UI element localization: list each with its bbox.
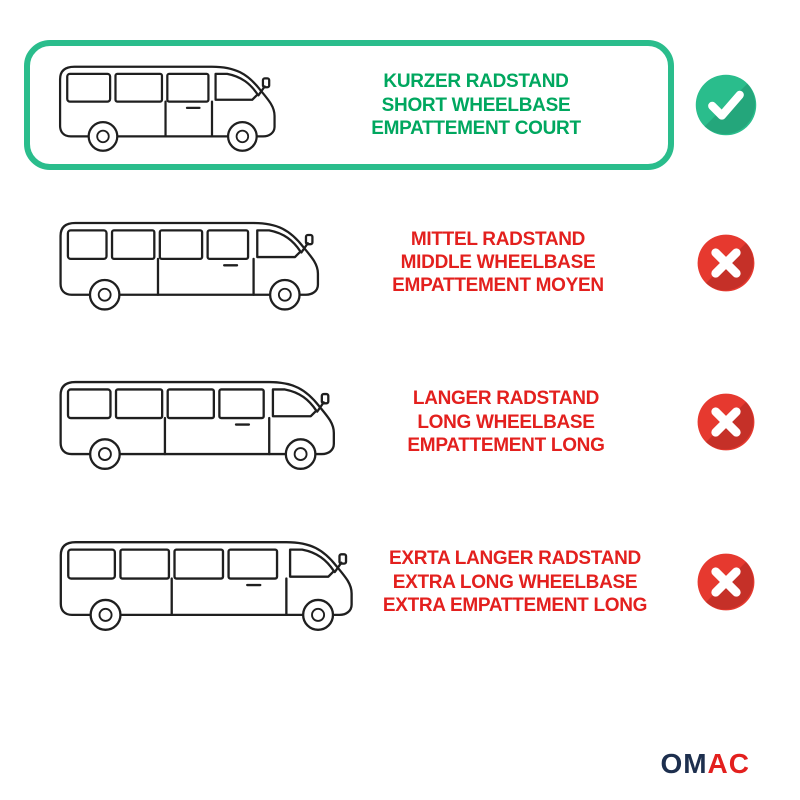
option-labels-extra-long: EXRTA LANGER RADSTAND EXTRA LONG WHEELBA… [374,547,656,617]
label-fr: EMPATTEMENT COURT [371,117,581,139]
check-icon-graphic [695,74,757,136]
option-labels-short: KURZER RADSTAND SHORT WHEELBASE EMPATTEM… [296,70,656,140]
cross-icon-graphic [697,553,755,611]
van-short-illustration [44,56,296,154]
cross-icon-graphic [697,234,755,292]
van-short-drawing [58,65,276,152]
label-en: MIDDLE WHEELBASE [400,252,596,274]
van-long-illustration [44,371,356,473]
option-box-middle: MITTEL RADSTAND MIDDLE WHEELBASE EMPATTE… [24,196,674,329]
label-de: LANGER RADSTAND [412,388,600,410]
cross-icon [674,232,778,294]
van-middle-drawing [59,222,320,311]
label-de: EXRTA LANGER RADSTAND [389,548,641,570]
van-long-drawing [59,381,335,471]
label-de: MITTEL RADSTAND [410,229,586,251]
option-labels-long: LANGER RADSTAND LONG WHEELBASE EMPATTEME… [356,387,656,457]
option-box-extra-long: EXRTA LANGER RADSTAND EXTRA LONG WHEELBA… [24,515,674,650]
omac-logo: OMAC [660,750,778,786]
label-fr: EMPATTEMENT MOYEN [392,275,604,297]
wheelbase-option-short: KURZER RADSTAND SHORT WHEELBASE EMPATTEM… [24,40,778,171]
cross-icon [674,391,778,453]
wheelbase-option-long: LANGER RADSTAND LONG WHEELBASE EMPATTEME… [24,355,778,489]
label-de: KURZER RADSTAND [383,71,569,93]
label-fr: EXTRA EMPATTEMENT LONG [382,594,648,616]
van-extra-long-drawing [59,540,353,631]
wheelbase-option-extra-long: EXRTA LANGER RADSTAND EXTRA LONG WHEELBA… [24,515,778,650]
wheelbase-option-middle: MITTEL RADSTAND MIDDLE WHEELBASE EMPATTE… [24,196,778,329]
logo-text-om: OM [660,748,708,779]
option-labels-middle: MITTEL RADSTAND MIDDLE WHEELBASE EMPATTE… [340,228,656,298]
cross-icon [674,551,778,613]
van-middle-illustration [44,212,340,313]
label-en: EXTRA LONG WHEELBASE [392,571,638,593]
selected-option-highlight-box: KURZER RADSTAND SHORT WHEELBASE EMPATTEM… [24,40,674,171]
option-box-long: LANGER RADSTAND LONG WHEELBASE EMPATTEME… [24,355,674,489]
label-fr: EMPATTEMENT LONG [407,434,605,456]
label-en: LONG WHEELBASE [417,411,595,433]
cross-icon-graphic [697,393,755,451]
van-extra-long-illustration [44,531,374,634]
check-icon [674,72,778,138]
label-en: SHORT WHEELBASE [381,94,571,116]
logo-text-ac: AC [707,748,750,779]
